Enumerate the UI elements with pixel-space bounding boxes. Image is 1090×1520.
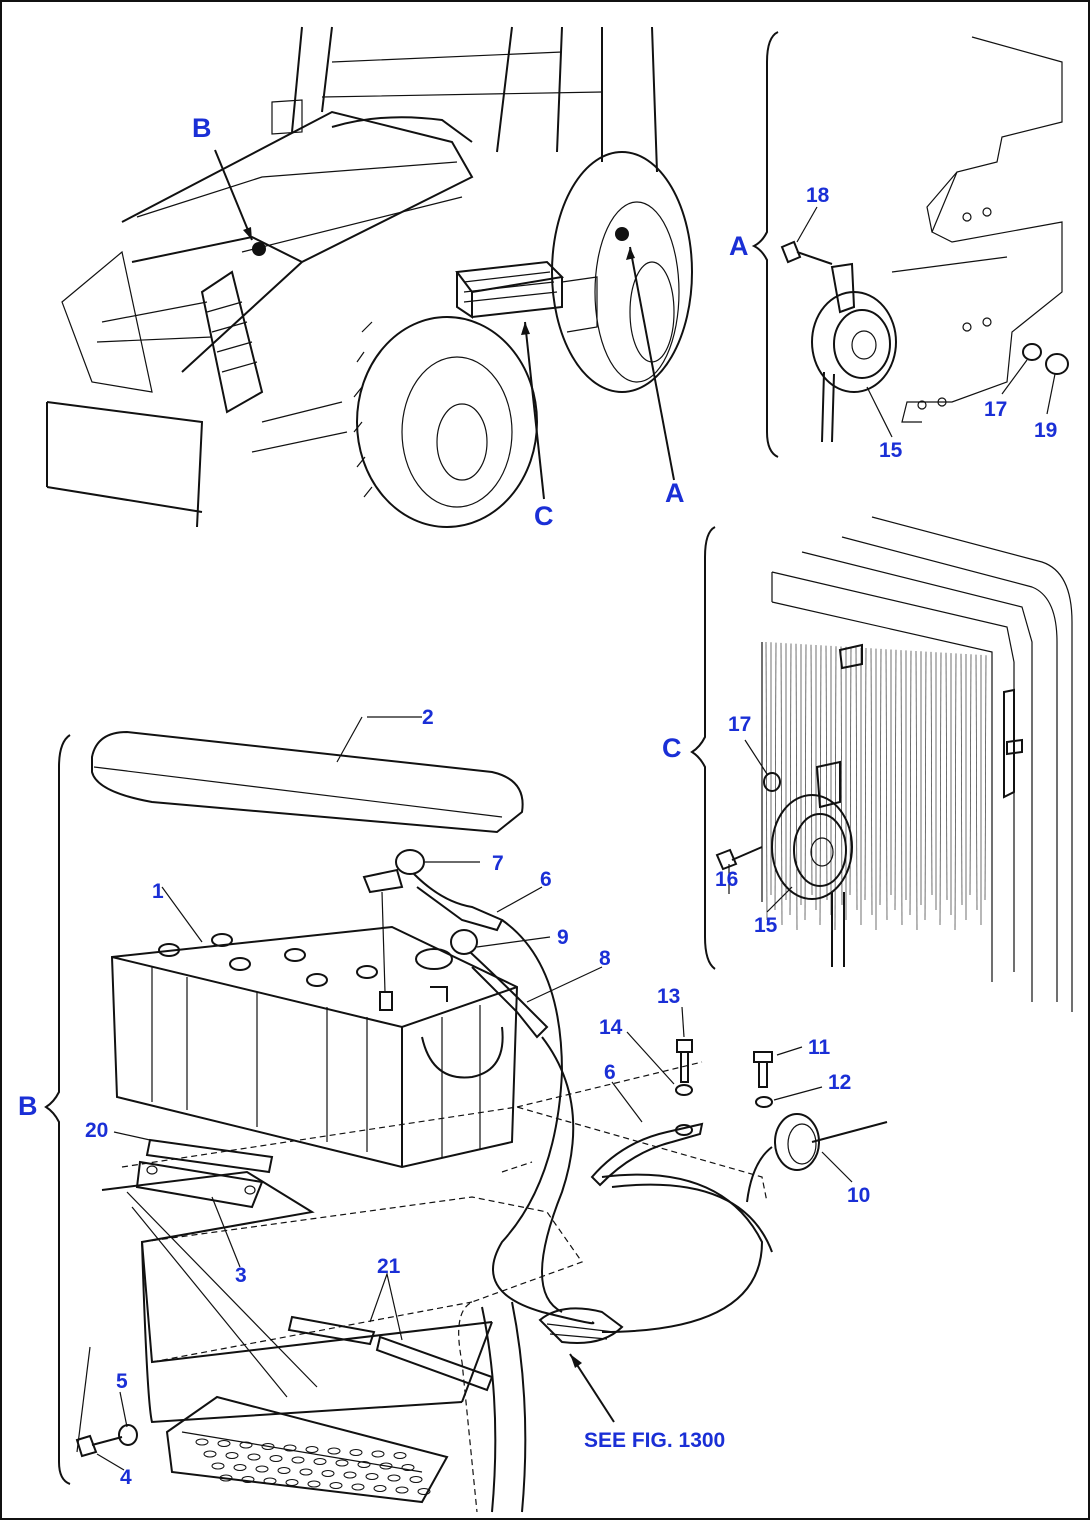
view-label-a: A [729, 231, 749, 261]
callout-10: 10 [847, 1184, 870, 1207]
reference-note: SEE FIG. 1300 [584, 1429, 725, 1452]
callout-2: 2 [422, 706, 434, 729]
callout-13: 13 [657, 985, 680, 1008]
view-label-b: B [18, 1091, 38, 1121]
callout-9: 9 [557, 926, 569, 949]
callout-6-lower: 6 [604, 1061, 616, 1084]
callout-20: 20 [85, 1119, 108, 1142]
callout-3: 3 [235, 1264, 247, 1287]
callout-19: 19 [1034, 419, 1057, 442]
callout-6-upper: 6 [540, 868, 552, 891]
view-label-b-top: B [192, 113, 212, 143]
callout-15-view-a: 15 [879, 439, 903, 462]
callout-4: 4 [120, 1466, 132, 1489]
view-b-battery [44, 716, 888, 1513]
view-c-horn [690, 516, 1073, 1012]
view-label-a-top: A [665, 478, 685, 508]
callout-11: 11 [808, 1036, 831, 1059]
view-a-horn [751, 31, 1069, 458]
machine-overview [46, 26, 693, 528]
callout-17-view-a: 17 [984, 398, 1007, 421]
callout-14: 14 [599, 1016, 623, 1039]
view-label-c: C [662, 733, 682, 763]
callout-15-view-c: 15 [754, 914, 778, 937]
callout-7: 7 [492, 852, 504, 875]
step-holes [195, 1438, 431, 1495]
callout-5: 5 [116, 1370, 128, 1393]
callout-17-view-c: 17 [728, 713, 751, 736]
callout-18: 18 [806, 184, 830, 207]
callout-16: 16 [715, 868, 738, 891]
view-letters: B A C A C B [18, 113, 749, 1121]
callout-12: 12 [828, 1071, 851, 1094]
callout-21: 21 [377, 1255, 401, 1278]
part-callouts: 1 2 3 4 5 6 6 7 8 9 10 11 12 13 14 15 15… [85, 184, 1057, 1489]
grill-hatching [765, 641, 987, 931]
callout-8: 8 [599, 947, 611, 970]
callout-1: 1 [152, 880, 164, 903]
view-label-c-top: C [534, 501, 554, 531]
